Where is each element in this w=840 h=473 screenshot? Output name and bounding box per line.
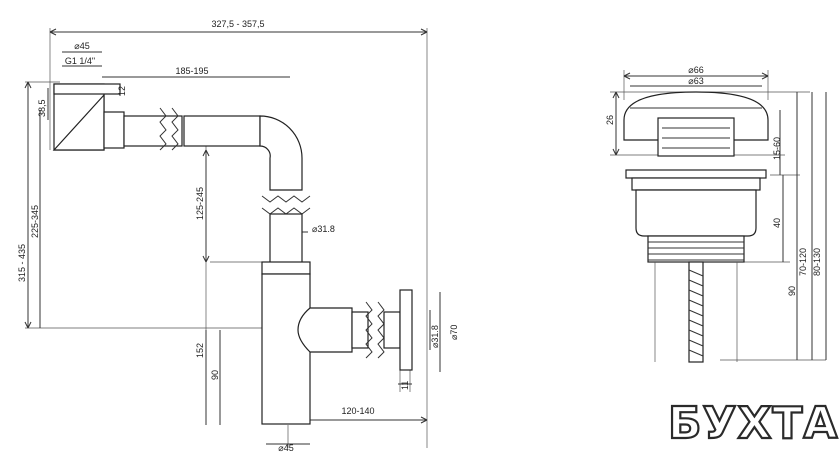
dim-horizontal-run: 185-195 — [175, 66, 208, 76]
dim-cap-inner-diameter: ⌀63 — [688, 76, 703, 86]
brand-watermark: БУХТА — [668, 398, 838, 449]
dim-pipe-diameter-upper: ⌀31.8 — [312, 224, 335, 234]
dim-wall-offset: 120-140 — [341, 406, 374, 416]
dim-valve-body-height: 40 — [772, 218, 782, 228]
dim-stem-length: 90 — [787, 286, 797, 296]
dim-total-length: 327,5 - 357,5 — [211, 19, 264, 29]
dim-total-range-a: 70-120 — [798, 248, 808, 276]
dim-inlet-height: 38,5 — [37, 99, 47, 117]
dim-cap-height: 26 — [605, 115, 615, 125]
dim-flange-depth: 11 — [400, 381, 410, 390]
dim-body-diameter: ⌀45 — [278, 443, 293, 453]
dim-thread: G1 1/4" — [65, 56, 95, 66]
popup-valve-view: ⌀66 ⌀63 26 15-60 40 70-120 80-130 90 — [605, 65, 827, 363]
dim-flange-thickness: 12 — [117, 86, 127, 96]
dim-outlet-pipe-diameter: ⌀31.8 — [430, 325, 440, 348]
dim-clamp-range: 15-60 — [772, 137, 782, 160]
dim-wall-flange-diameter: ⌀70 — [449, 325, 459, 340]
dim-vertical-adjust: 125-245 — [195, 187, 205, 220]
bottle-trap-view: 327,5 - 357,5 ⌀45 G1 1/4" 185-195 12 38,… — [17, 19, 459, 453]
dim-height-range-a: 225-345 — [30, 205, 40, 238]
dim-outlet-height: 90 — [210, 370, 220, 380]
dim-inlet-diameter: ⌀45 — [74, 41, 89, 51]
dim-cap-outer-diameter: ⌀66 — [688, 65, 703, 75]
dim-height-range-b: 315 - 435 — [17, 244, 27, 282]
dim-total-range-b: 80-130 — [812, 248, 822, 276]
dim-body-height: 152 — [195, 343, 205, 358]
